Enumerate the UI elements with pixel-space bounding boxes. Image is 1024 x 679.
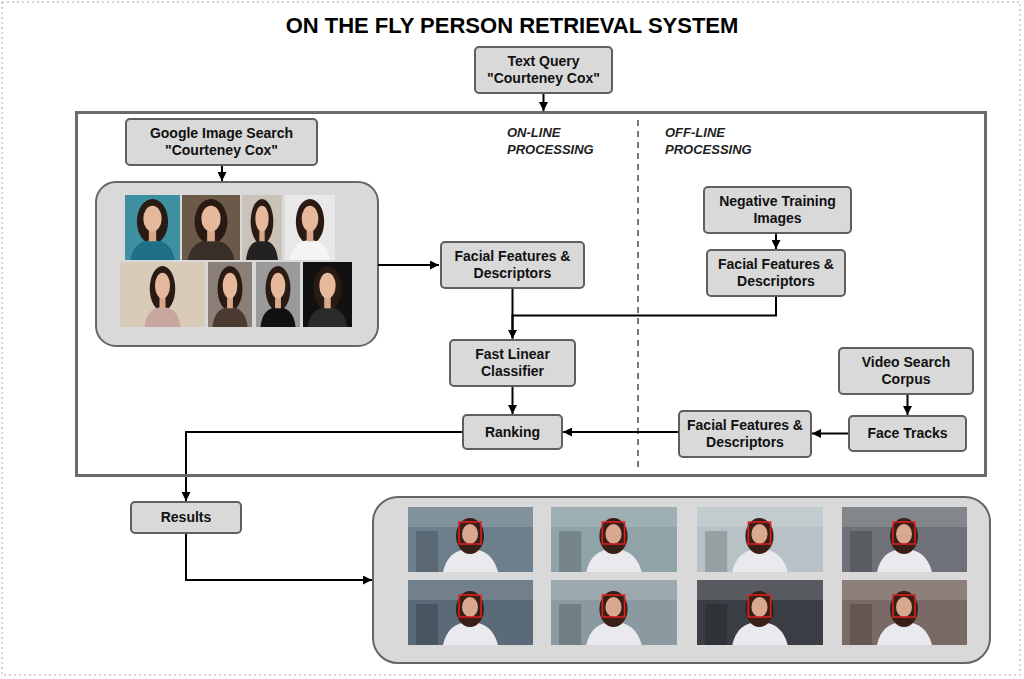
portrait <box>145 266 181 327</box>
box-label: Video Search Corpus <box>845 354 967 388</box>
box-label: Facial Features & Descriptors <box>713 256 839 290</box>
flow-connector <box>812 433 848 435</box>
box-label: Text Query "Courteney Cox" <box>481 53 606 87</box>
process-box: Text Query "Courteney Cox" <box>474 46 613 94</box>
box-label: Facial Features & Descriptors <box>447 248 578 282</box>
flow-connector <box>186 432 462 501</box>
photo <box>120 262 205 327</box>
video-frame <box>842 580 967 645</box>
flow-connector <box>563 431 678 433</box>
photo <box>285 195 335 260</box>
photo <box>208 262 252 327</box>
portrait <box>290 199 330 260</box>
flow-connector <box>543 94 545 112</box>
photo <box>125 195 180 260</box>
process-box: Fast Linear Classifier <box>449 339 576 387</box>
box-label: Ranking <box>485 424 540 441</box>
flow-connector <box>907 395 909 416</box>
video-frame <box>697 580 823 645</box>
box-label: Fast Linear Classifier <box>456 346 569 380</box>
video-scene <box>842 507 967 572</box>
photo <box>256 262 300 327</box>
process-box: Face Tracks <box>848 415 967 452</box>
process-box: Facial Features & Descriptors <box>678 410 812 458</box>
flow-arrow <box>378 264 439 266</box>
video-scene <box>408 580 533 645</box>
flow-connector <box>775 234 777 250</box>
video-scene <box>697 507 823 572</box>
portrait <box>212 266 247 327</box>
portrait <box>131 199 175 260</box>
video-frame <box>842 507 967 572</box>
portrait <box>246 199 278 260</box>
video-frame <box>551 507 677 572</box>
video-scene <box>551 580 677 645</box>
video-scene <box>697 580 823 645</box>
image-panel <box>96 182 378 346</box>
process-box: Results <box>130 501 242 534</box>
video-frame <box>408 507 533 572</box>
flow-arrow <box>186 534 372 580</box>
box-label: Face Tracks <box>867 425 947 442</box>
process-box: Video Search Corpus <box>838 347 974 395</box>
video-frame <box>551 580 677 645</box>
processing-region: ON-LINE PROCESSING OFF-LINE PROCESSING Goo… <box>75 111 987 477</box>
portrait <box>260 266 295 327</box>
video-scene <box>551 507 677 572</box>
video-scene <box>842 580 967 645</box>
process-box: Facial Features & Descriptors <box>706 249 846 297</box>
box-label: Negative Training Images <box>710 193 845 227</box>
region-heading: ON-LINE PROCESSING <box>507 124 612 158</box>
process-box: Ranking <box>462 414 563 450</box>
photo <box>182 195 240 260</box>
portrait <box>308 266 347 327</box>
box-label: Facial Features & Descriptors <box>685 417 805 451</box>
flow-connector <box>513 297 777 339</box>
box-label: Results <box>161 509 212 526</box>
photo <box>242 195 282 260</box>
video-frame <box>697 507 823 572</box>
portrait <box>188 199 234 260</box>
results-panel <box>373 497 990 663</box>
diagram-title: ON THE FLY PERSON RETRIEVAL SYSTEM <box>0 12 1024 40</box>
divider-line <box>637 120 639 470</box>
box-label: Google Image Search "Courteney Cox" <box>132 125 311 159</box>
process-box: Facial Features & Descriptors <box>440 241 585 289</box>
process-box: Negative Training Images <box>703 186 852 234</box>
region-heading: OFF-LINE PROCESSING <box>665 124 780 158</box>
photo <box>303 262 352 327</box>
process-box: Google Image Search "Courteney Cox" <box>125 118 318 166</box>
video-frame <box>408 580 533 645</box>
flow-connector <box>512 387 514 415</box>
video-scene <box>408 507 533 572</box>
